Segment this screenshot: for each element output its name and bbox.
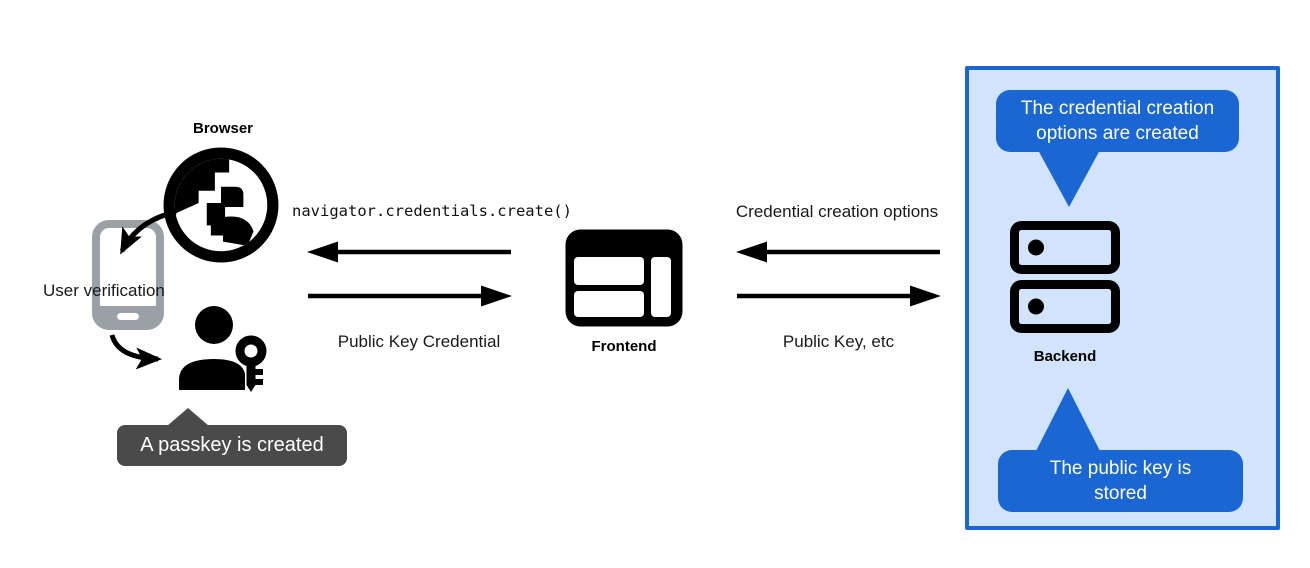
public-key-etc-label: Public Key, etc [782, 332, 895, 351]
backend-server-icon [1010, 221, 1120, 337]
backend-label: Backend [1033, 348, 1097, 365]
user-passkey-icon [176, 304, 268, 394]
phone-to-user-arrow [109, 334, 162, 370]
passkey-created-tooltip: A passkey is created [117, 408, 347, 466]
frontend-window-icon [564, 228, 684, 328]
user-verification-label: User verification [43, 281, 165, 300]
frontend-to-backend-arrow [735, 283, 942, 309]
options-created-text: The credential creation options are crea… [1020, 98, 1215, 144]
options-created-callout-pointer [1038, 150, 1100, 207]
browser-globe-icon [162, 146, 280, 264]
options-created-callout: The credential creation options are crea… [996, 90, 1239, 152]
phone-icon [92, 220, 164, 330]
backend-to-frontend-arrow [735, 239, 942, 265]
navigator-create-call-label: navigator.credentials.create() [292, 202, 572, 220]
browser-to-frontend-arrow [306, 283, 513, 309]
browser-to-phone-arrow [119, 209, 177, 255]
key-stored-callout-pointer [1036, 388, 1100, 451]
key-stored-text: The public key is stored [1049, 458, 1192, 504]
browser-label: Browser [192, 120, 254, 137]
tooltip-pointer [167, 408, 209, 426]
key-stored-callout: The public key is stored [998, 450, 1243, 512]
credential-creation-options-label: Credential creation options [735, 202, 939, 221]
verification-flow-arrows [80, 192, 290, 382]
frontend-to-browser-arrow [306, 239, 513, 265]
frontend-label: Frontend [591, 338, 657, 355]
passkey-created-text: A passkey is created [140, 434, 324, 456]
public-key-credential-label: Public Key Credential [337, 332, 501, 351]
